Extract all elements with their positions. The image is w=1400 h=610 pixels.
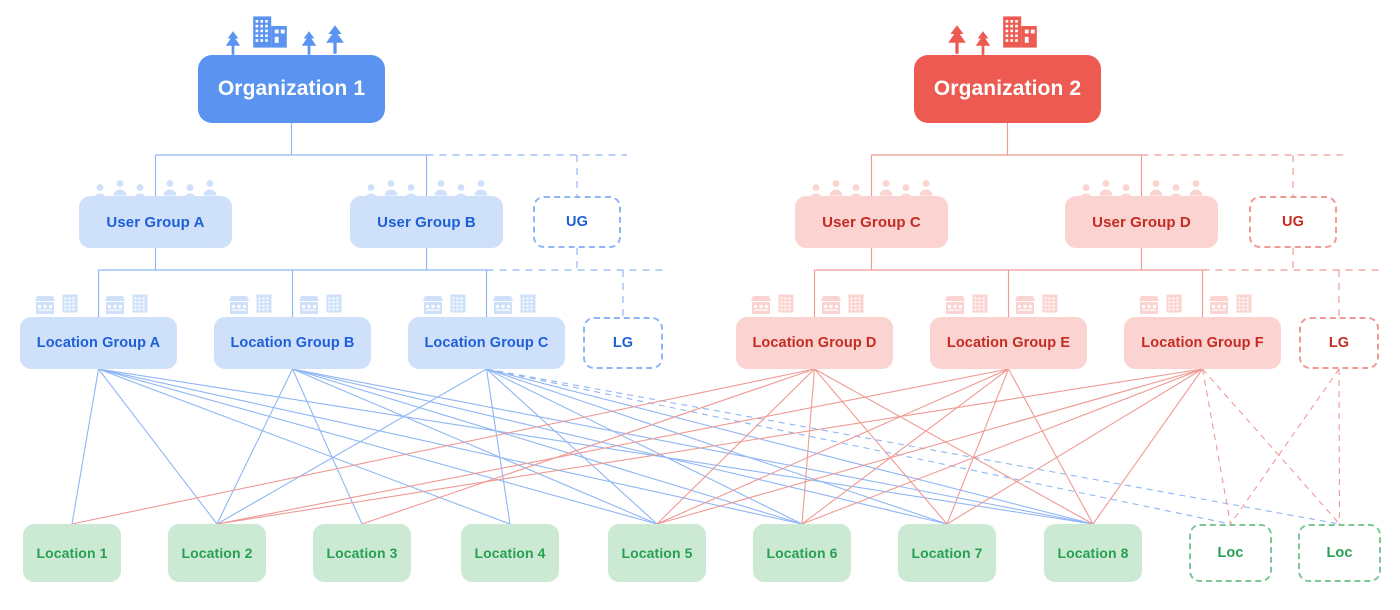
location-label: Location 8	[1057, 545, 1129, 561]
connection-line	[98, 368, 1094, 525]
connection-line	[656, 368, 1203, 525]
location-group-placeholder-lg-ghost-2[interactable]: LG	[1299, 317, 1379, 369]
location-group-label: Location Group B	[230, 335, 355, 351]
location-node-loc8[interactable]: Location 8	[1044, 524, 1142, 582]
connection-line	[361, 368, 815, 525]
organization-label: Organization 1	[217, 77, 366, 100]
location-node-loc2[interactable]: Location 2	[168, 524, 266, 582]
organization-node-org2[interactable]: Organization 2	[914, 55, 1101, 123]
location-label: Location 7	[911, 545, 983, 561]
location-label: Location 1	[36, 545, 108, 561]
connection-line	[216, 368, 293, 525]
location-placeholder-loc-ghost-2[interactable]: Loc	[1298, 524, 1381, 582]
location-group-label: Location Group A	[36, 335, 161, 351]
location-node-loc3[interactable]: Location 3	[313, 524, 411, 582]
connection-line	[486, 368, 948, 525]
connection-line	[1201, 368, 1232, 525]
location-placeholder-loc-ghost-1[interactable]: Loc	[1189, 524, 1272, 582]
user-group-label: User Group A	[106, 213, 205, 231]
connection-line	[486, 368, 803, 525]
user-group-placeholder-ug-ghost-2[interactable]: UG	[1249, 196, 1337, 248]
location-node-loc7[interactable]: Location 7	[898, 524, 996, 582]
connection-line	[292, 368, 803, 525]
connection-line	[801, 368, 816, 525]
location-label: Location 5	[621, 545, 693, 561]
location-group-label: Location Group F	[1141, 335, 1264, 351]
location-group-placeholder-label: LG	[1328, 335, 1350, 351]
connection-line	[801, 368, 1009, 525]
location-node-loc1[interactable]: Location 1	[23, 524, 121, 582]
connection-line	[656, 368, 815, 525]
connection-line	[486, 368, 658, 525]
connection-line	[1202, 368, 1340, 525]
connection-line	[946, 368, 1010, 525]
connection-line	[814, 368, 1094, 525]
location-node-loc6[interactable]: Location 6	[753, 524, 851, 582]
location-placeholder-label: Loc	[1217, 545, 1244, 561]
connection-line	[486, 368, 1340, 525]
connection-line	[292, 368, 1094, 525]
connection-line	[946, 368, 1203, 525]
location-label: Location 6	[766, 545, 838, 561]
location-group-placeholder-label: LG	[612, 335, 634, 351]
user-group-placeholder-label: UG	[566, 214, 588, 230]
connection-line	[216, 368, 487, 525]
connection-line	[1008, 368, 1094, 525]
location-node-loc5[interactable]: Location 5	[608, 524, 706, 582]
location-group-node-lgf[interactable]: Location Group F	[1124, 317, 1281, 369]
user-group-node-ugb[interactable]: User Group B	[350, 196, 503, 248]
location-group-label: Location Group E	[946, 335, 1071, 351]
user-group-node-ugd[interactable]: User Group D	[1065, 196, 1218, 248]
location-group-placeholder-lg-ghost-1[interactable]: LG	[583, 317, 663, 369]
connection-line	[814, 368, 948, 525]
connection-line	[656, 368, 1009, 525]
user-group-placeholder-ug-ghost-1[interactable]: UG	[533, 196, 621, 248]
connection-line	[216, 368, 1009, 525]
connection-line	[98, 368, 511, 525]
user-group-placeholder-label: UG	[1282, 214, 1304, 230]
connection-line	[98, 368, 658, 525]
location-label: Location 2	[181, 545, 253, 561]
organization-label: Organization 2	[933, 77, 1082, 100]
location-placeholder-label: Loc	[1326, 545, 1353, 561]
connection-line	[486, 368, 1094, 525]
location-group-node-lge[interactable]: Location Group E	[930, 317, 1087, 369]
connection-line	[292, 368, 948, 525]
connection-line	[1092, 368, 1203, 525]
user-group-label: User Group D	[1092, 213, 1191, 231]
user-group-node-ugc[interactable]: User Group C	[795, 196, 948, 248]
connection-line	[98, 368, 218, 525]
connection-line	[98, 368, 803, 525]
connection-line	[71, 368, 100, 525]
user-group-node-uga[interactable]: User Group A	[79, 196, 232, 248]
location-group-node-lgd[interactable]: Location Group D	[736, 317, 893, 369]
user-group-label: User Group B	[377, 213, 476, 231]
connection-line	[1230, 368, 1340, 525]
connection-line	[292, 368, 658, 525]
connection-line	[71, 368, 815, 525]
location-group-node-lga[interactable]: Location Group A	[20, 317, 177, 369]
connection-line	[486, 368, 1231, 525]
location-group-label: Location Group C	[424, 335, 549, 351]
location-group-label: Location Group D	[752, 335, 877, 351]
location-group-node-lgb[interactable]: Location Group B	[214, 317, 371, 369]
location-label: Location 3	[326, 545, 398, 561]
location-group-node-lgc[interactable]: Location Group C	[408, 317, 565, 369]
user-group-label: User Group C	[822, 213, 921, 231]
connection-line	[801, 368, 1203, 525]
connection-line	[485, 368, 511, 525]
connection-line	[216, 368, 1203, 525]
location-node-loc4[interactable]: Location 4	[461, 524, 559, 582]
organization-node-org1[interactable]: Organization 1	[198, 55, 385, 123]
connection-line	[1338, 368, 1341, 525]
location-label: Location 4	[474, 545, 546, 561]
